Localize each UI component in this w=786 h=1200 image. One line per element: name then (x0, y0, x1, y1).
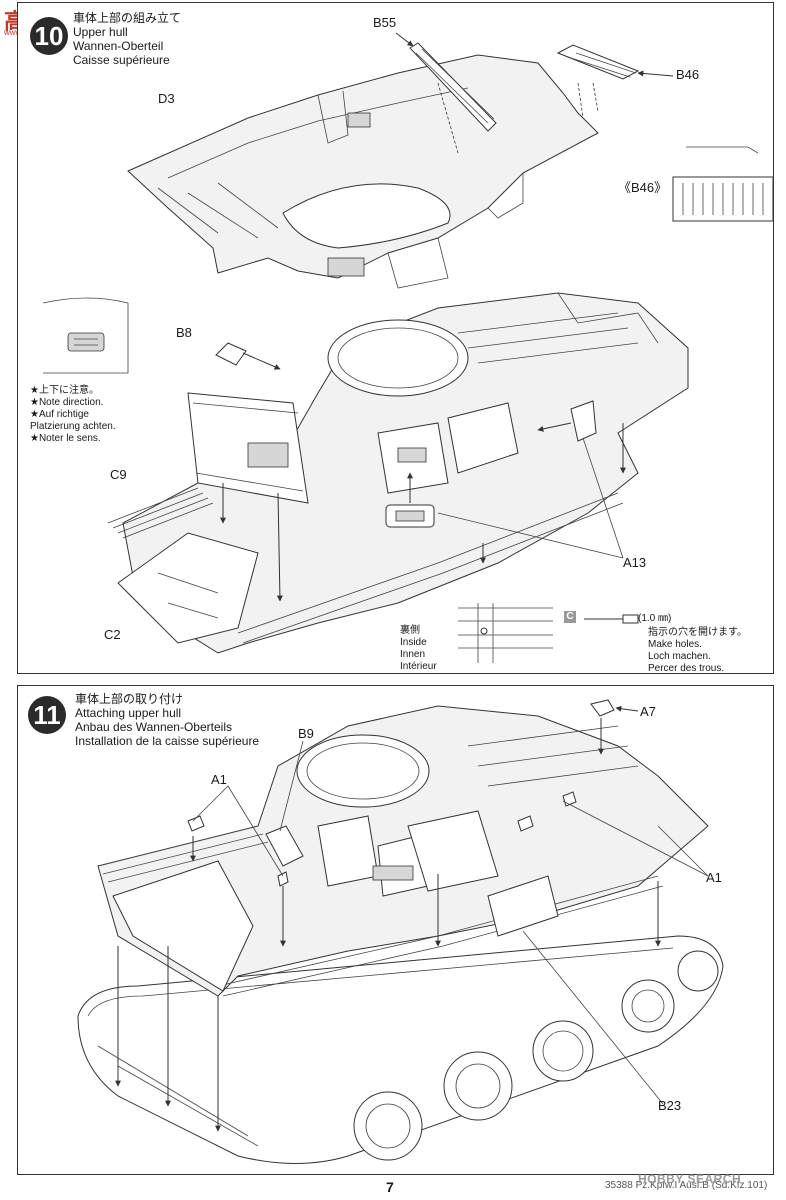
part-c9 (187, 392, 309, 602)
inside-inset (458, 603, 553, 663)
footer-product-code: 35388 Pz.Kpfw.I Ausf.B (Sd.Kfz.101) (605, 1180, 768, 1191)
label-c9: C9 (110, 467, 127, 482)
step-11-title-fr: Installation de la caisse supérieure (75, 734, 260, 748)
label-d3: D3 (158, 91, 175, 106)
attachment-arrows (115, 881, 661, 1132)
label-b46-detail: 《B46》 (618, 180, 668, 195)
drill-fr: Percer des trous. (648, 663, 725, 674)
part-c2 (117, 532, 259, 644)
step-11-badge: 11 (28, 696, 66, 734)
step-10-title-en: Upper hull (73, 25, 128, 39)
part-b23 (435, 874, 664, 1105)
step-11-title-jp: 車体上部の取り付け (75, 692, 184, 706)
step-11-title-de: Anbau des Wannen-Oberteils (75, 720, 232, 734)
note-jp: ★上下に注意。 (30, 385, 99, 396)
drill-bit-icon (584, 614, 639, 624)
part-b46 (556, 44, 674, 119)
step-11-title: 車体上部の取り付け Attaching upper hull Anbau des… (75, 692, 259, 748)
label-b55: B55 (373, 15, 397, 30)
label-b8: B8 (176, 325, 192, 340)
drill-text: 指示の穴を開けます。 Make holes. Loch machen. Perc… (648, 627, 747, 675)
label-b46: B46 (676, 67, 700, 82)
label-a7: A7 (640, 704, 656, 719)
label-a1-right: A1 (706, 870, 722, 885)
lower-hull-with-tracks (77, 935, 724, 1164)
label-b23: B23 (658, 1098, 682, 1113)
drill-callout-c: C (564, 611, 576, 623)
part-b55 (395, 32, 497, 154)
drill-size: (1.0 ㎜) (638, 613, 672, 624)
step-10-title-jp: 車体上部の組み立て (73, 11, 182, 25)
label-c2: C2 (104, 627, 121, 642)
label-b9: B9 (298, 726, 314, 741)
inside-jp: 裏側 (400, 625, 420, 636)
hull-superstructure (107, 292, 689, 654)
note-en: ★Note direction. (30, 397, 104, 408)
step-10-title: 車体上部の組み立て Upper hull Wannen-Oberteil Cai… (73, 11, 181, 67)
inside-text: 裏側 Inside Innen Intérieur (400, 625, 437, 673)
step-10-title-fr: Caisse supérieure (73, 53, 170, 67)
inside-fr: Intérieur (400, 661, 437, 672)
step-10-drawing (42, 32, 773, 663)
drill-jp: 指示の穴を開けます。 (648, 627, 747, 638)
part-a7 (590, 699, 639, 755)
step-10-badge: 10 (30, 17, 68, 55)
label-a1-left: A1 (211, 772, 227, 787)
hull-part-d3 (127, 54, 599, 289)
step-11-drawing (77, 699, 724, 1164)
drill-de: Loch machen. (648, 651, 711, 662)
note-de: ★Auf richtige (30, 409, 89, 420)
upper-hull-superstructure (97, 705, 709, 997)
inside-en: Inside (400, 637, 427, 648)
parts-a1 (187, 785, 709, 947)
note-fr: ★Noter le sens. (30, 433, 101, 444)
label-a13: A13 (623, 555, 647, 570)
footer-watermark: HOBBY SEARCH (638, 1172, 742, 1186)
note-direction-inset (42, 297, 129, 374)
part-b46-detail (672, 146, 773, 222)
step-11-panel: 11 車体上部の取り付け Attaching upper hull Anbau … (17, 685, 774, 1175)
note-direction-text: ★上下に注意。 ★Note direction. ★Auf richtige P… (30, 385, 116, 445)
part-b9 (265, 740, 304, 867)
step-10-panel: 10 車体上部の組み立て Upper hull Wannen-Oberteil … (17, 2, 774, 674)
step-10-title-de: Wannen-Oberteil (73, 39, 164, 53)
step-11-title-en: Attaching upper hull (75, 706, 182, 720)
part-b8 (215, 342, 281, 370)
drill-en: Make holes. (648, 639, 702, 650)
part-a13 (385, 400, 626, 564)
page-number: 7 (386, 1179, 394, 1195)
note-de2: Platzierung achten. (30, 421, 116, 432)
inside-de: Innen (400, 649, 426, 660)
